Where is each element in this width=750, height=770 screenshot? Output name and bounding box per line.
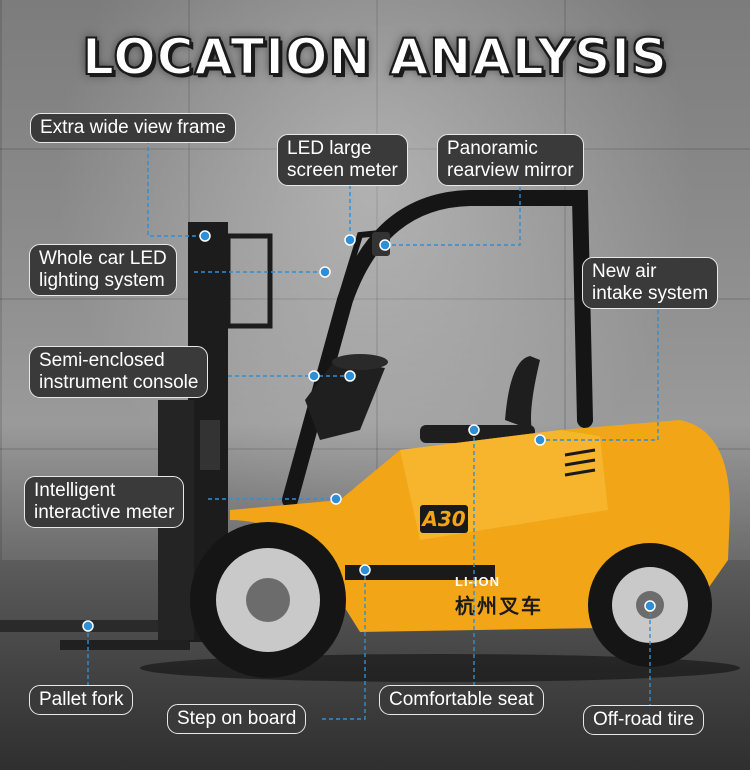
mast-cylinder <box>200 420 220 470</box>
leader-step-board <box>322 570 366 720</box>
callout-mirror: Panoramic rearview mirror <box>437 134 584 186</box>
leader-air-intake <box>540 310 659 441</box>
callout-seat: Comfortable seat <box>379 685 544 715</box>
instrument-console <box>305 360 385 440</box>
model-badge: A30 <box>420 505 468 533</box>
dot-mirror <box>379 239 391 251</box>
dot-step-board <box>359 564 371 576</box>
callout-led-meter: LED large screen meter <box>277 134 408 186</box>
dot-air-intake <box>534 434 546 446</box>
front-hub <box>246 578 290 622</box>
dot-view-frame <box>199 230 211 242</box>
dot-seat <box>468 424 480 436</box>
pallet-fork-lower <box>0 620 190 632</box>
callout-air-intake: New air intake system <box>582 257 719 309</box>
callout-lighting: Whole car LED lighting system <box>29 244 177 296</box>
brand-text: 杭州叉车 <box>455 596 543 618</box>
leader-mirror <box>385 187 521 246</box>
dot-pallet-fork <box>82 620 94 632</box>
callout-pallet-fork: Pallet fork <box>29 685 134 715</box>
callout-tire: Off-road tire <box>583 705 705 735</box>
battery-badge: LI-ION <box>455 574 500 589</box>
callout-console: Semi-enclosed instrument console <box>29 346 209 398</box>
steering-wheel <box>332 354 388 370</box>
callout-view-frame: Extra wide view frame <box>30 113 236 143</box>
callout-interactive-meter: Intelligent interactive meter <box>24 476 185 528</box>
pallet-fork-upper <box>60 640 190 650</box>
step-board <box>345 565 495 580</box>
leader-view-frame <box>147 140 205 237</box>
page-title: LOCATION ANALYSIS <box>81 27 668 87</box>
overhead-guard <box>282 190 593 508</box>
callout-step-board: Step on board <box>167 704 307 734</box>
dot-led-meter <box>344 234 356 246</box>
seat-back <box>505 356 540 430</box>
dot-lighting <box>319 266 331 278</box>
air-intake-vents <box>564 448 596 477</box>
dot-interactive-meter <box>330 493 342 505</box>
dot-console-left <box>308 370 320 382</box>
dot-console-right <box>344 370 356 382</box>
dot-tire <box>644 600 656 612</box>
mast-guard <box>225 233 273 329</box>
